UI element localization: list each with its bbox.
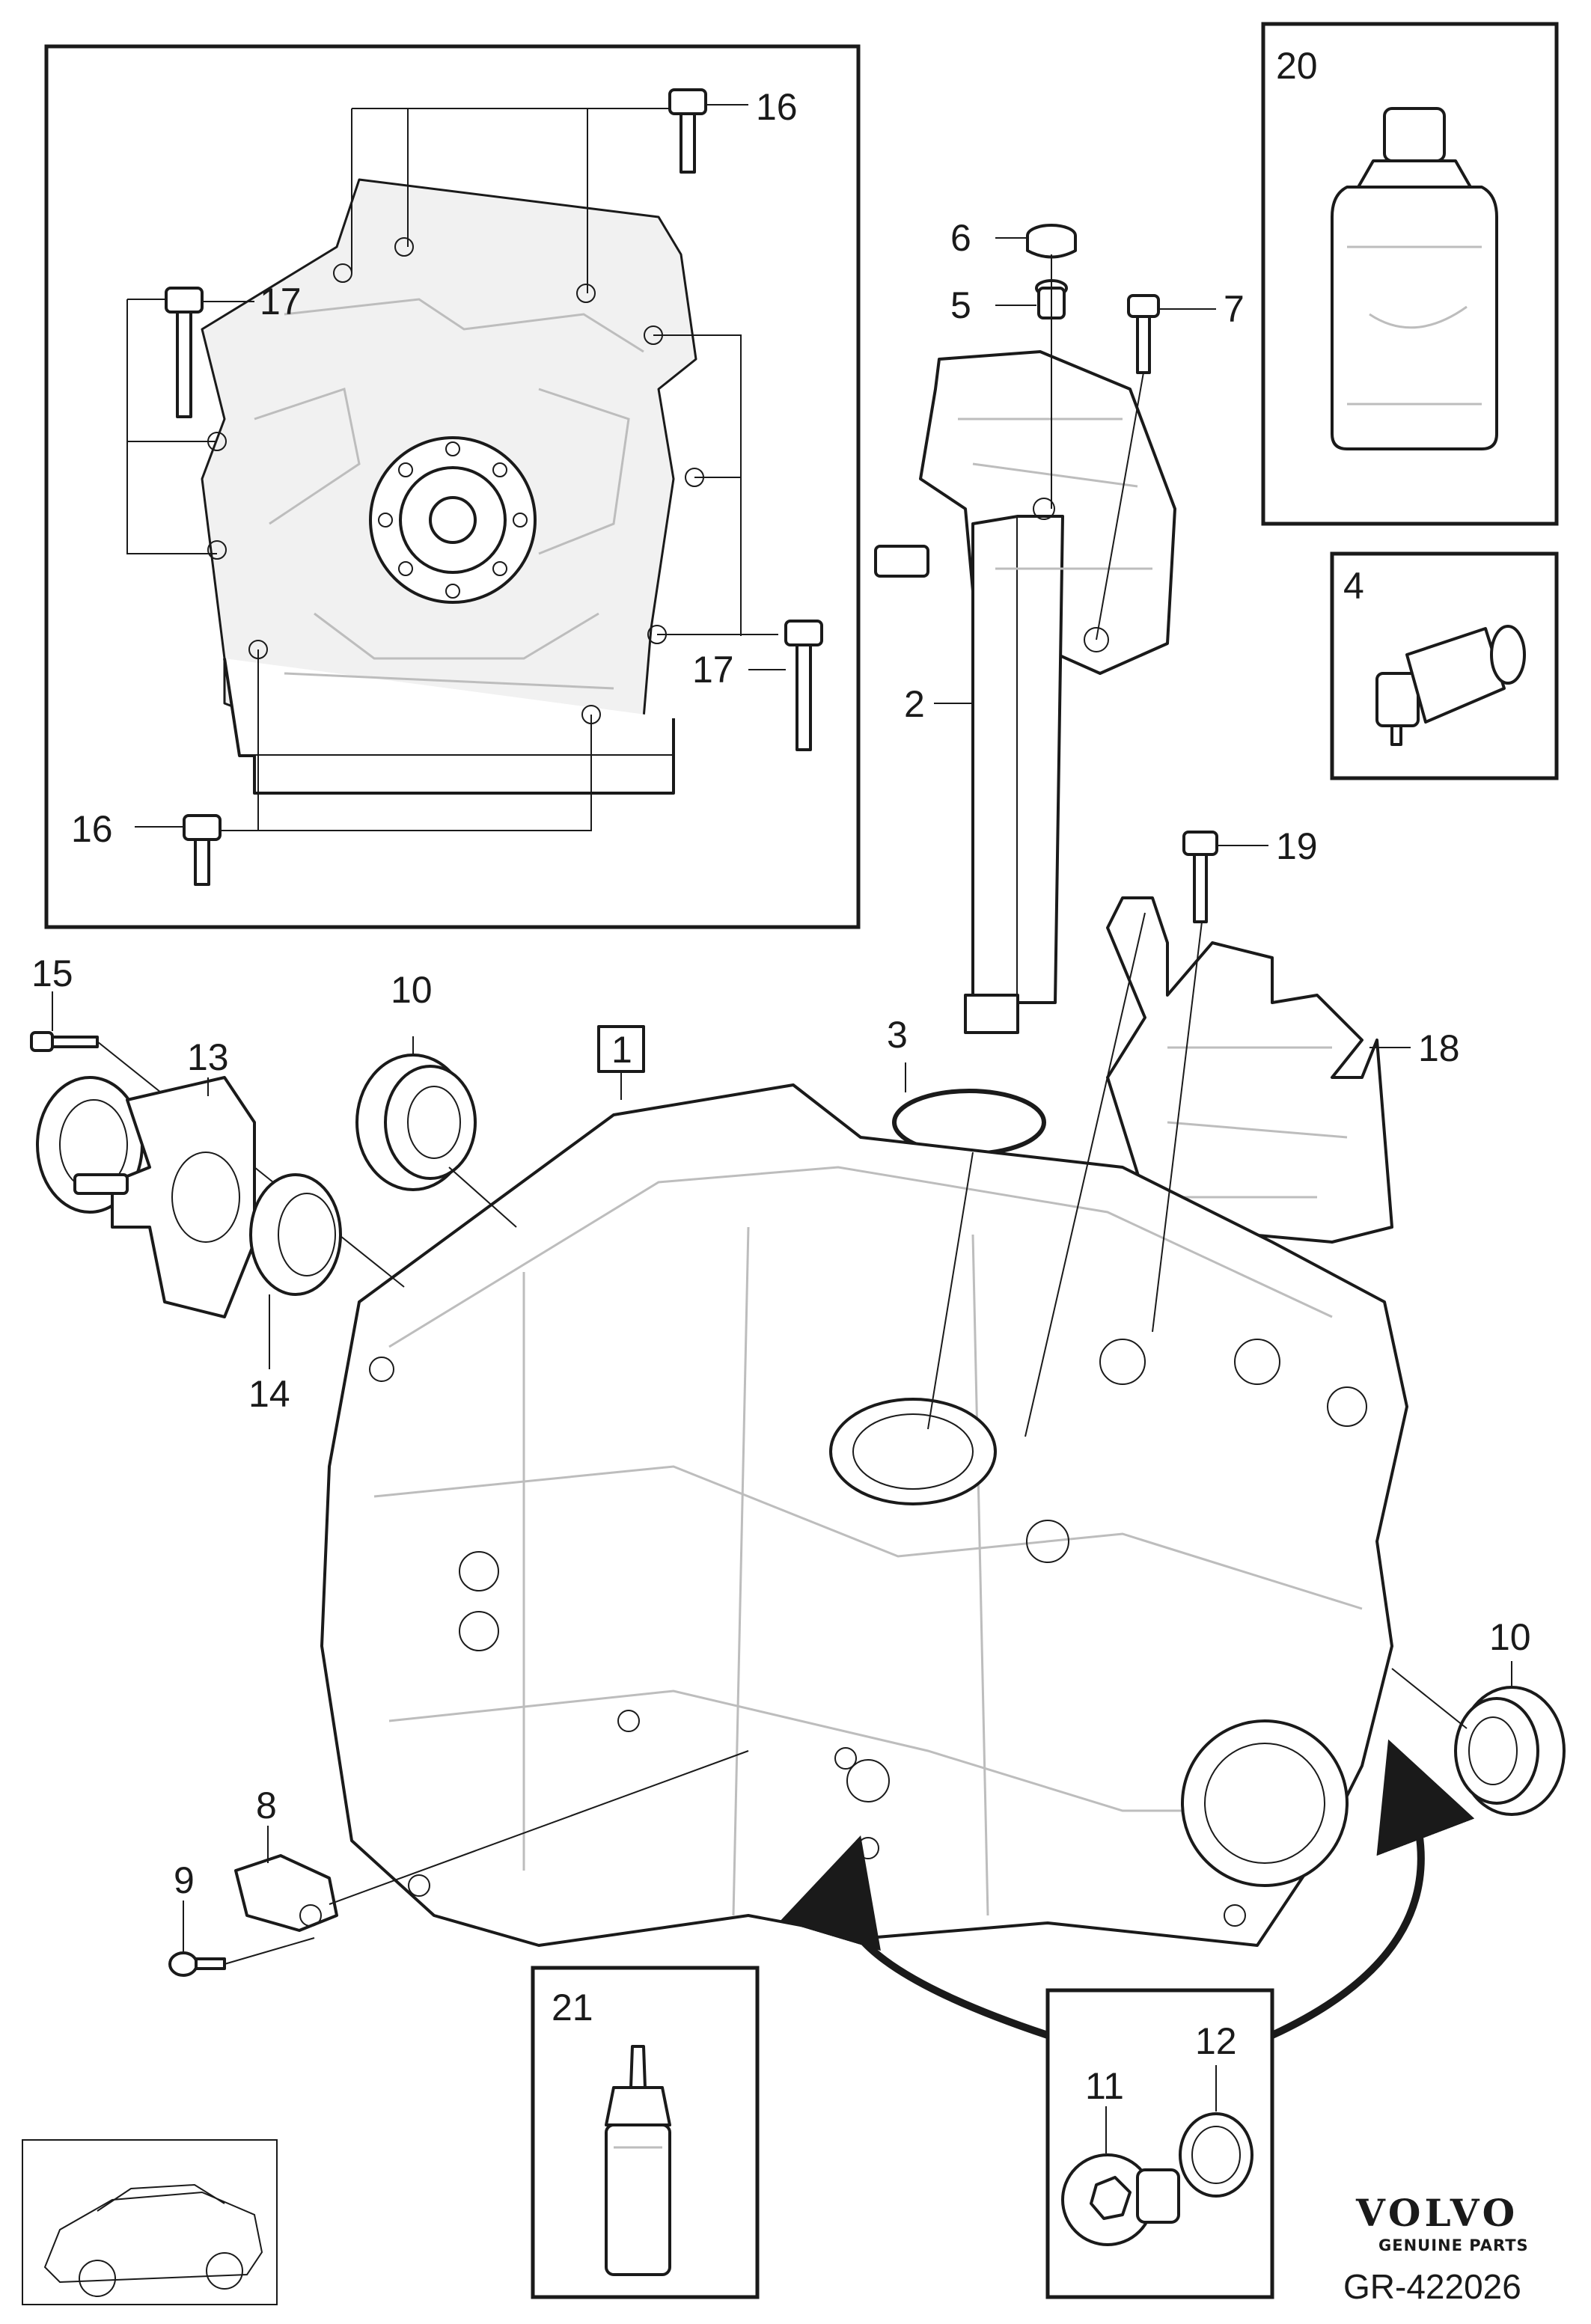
speed-sensor-8 <box>234 1854 338 1932</box>
callout-20: 20 <box>1276 45 1318 87</box>
callout-box-1 <box>597 1025 645 1073</box>
callout-6: 6 <box>950 217 971 259</box>
callout-11: 11 <box>1085 2065 1124 2107</box>
bolt-16-top <box>668 88 707 174</box>
callout-labels: 16 17 17 16 20 4 6 5 7 2 19 3 18 1 10 15… <box>31 45 1531 2107</box>
concentric-slave-cylinder-13 <box>36 1076 256 1318</box>
callout-15: 15 <box>31 952 73 994</box>
sealant-tube-box <box>531 1966 760 2299</box>
bolt-17-left <box>165 287 204 418</box>
reverse-light-switch-drawing <box>1375 625 1526 746</box>
callout-16-top: 16 <box>756 86 798 128</box>
bolt-16-bottom <box>183 814 222 886</box>
shaft-seal-10-right <box>1454 1686 1566 1816</box>
callout-10-top: 10 <box>391 969 433 1011</box>
callout-12: 12 <box>1195 2020 1237 2062</box>
callout-16-bottom: 16 <box>71 808 113 850</box>
brand-logo: VOLVO <box>1355 2191 1518 2235</box>
bolt-19 <box>1182 831 1218 923</box>
callout-7: 7 <box>1224 288 1245 330</box>
diagram-reference-code: GR-422026 <box>1343 2267 1521 2306</box>
sealant-tube-drawing <box>605 2045 671 2276</box>
drain-plug-box <box>1045 1988 1274 2299</box>
oil-bottle-drawing <box>1331 107 1498 450</box>
oil-bottle-box <box>1261 22 1559 526</box>
selector-shaft-opening <box>829 1398 997 1505</box>
callout-5: 5 <box>950 284 971 326</box>
callout-21: 21 <box>552 1987 593 2028</box>
callout-9: 9 <box>174 1859 195 1901</box>
washer-12 <box>1179 2112 1253 2198</box>
inset-frame <box>44 44 861 929</box>
callout-8: 8 <box>256 1785 277 1826</box>
shaft-seal-10-top <box>355 1054 477 1191</box>
bolt-7 <box>1127 294 1160 374</box>
housing-end-cover-drawing <box>201 178 704 795</box>
callout-4: 4 <box>1343 565 1364 607</box>
vehicle-thumbnail <box>22 2139 278 2305</box>
callout-14: 14 <box>248 1373 290 1415</box>
seal-14 <box>249 1173 342 1296</box>
bolt-17-right <box>784 620 823 751</box>
callout-17-left: 17 <box>260 281 302 322</box>
gear-selector-housing <box>874 224 1216 1034</box>
brand-block: VOLVO GENUINE PARTS GR-422026 <box>1343 2191 1529 2306</box>
sensor-box <box>1330 551 1559 780</box>
callout-19: 19 <box>1276 825 1318 867</box>
transmission-case <box>320 1083 1408 1947</box>
bolt-15 <box>30 1031 99 1052</box>
bolt-9 <box>168 1951 226 1977</box>
callout-13: 13 <box>187 1036 229 1078</box>
callout-2: 2 <box>904 683 925 725</box>
differential-cover <box>1181 1719 1349 1887</box>
callout-1: 1 <box>611 1029 632 1071</box>
callout-3: 3 <box>887 1014 908 1056</box>
callout-18: 18 <box>1418 1027 1460 1069</box>
inset-bellhousing-panel <box>44 44 861 929</box>
cap-6 <box>1026 224 1077 259</box>
drain-plug-11 <box>1061 2153 1180 2246</box>
callout-10-right: 10 <box>1489 1616 1531 1658</box>
callout-17-right: 17 <box>692 649 734 691</box>
brand-subtitle: GENUINE PARTS <box>1378 2236 1529 2254</box>
bracket-18 <box>1106 896 1393 1244</box>
